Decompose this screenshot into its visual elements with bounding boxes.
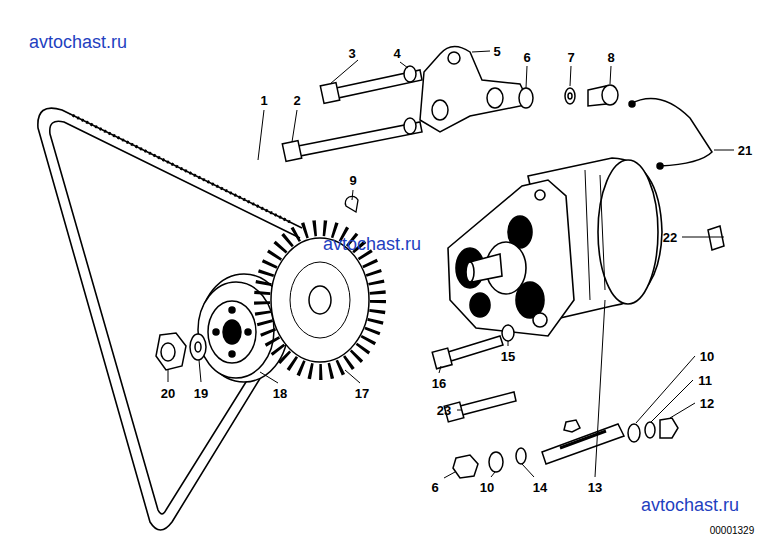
alternator bbox=[448, 158, 662, 336]
callout-number: 17 bbox=[355, 387, 369, 400]
callout-number: 10 bbox=[700, 350, 714, 363]
drive-belt bbox=[38, 108, 302, 530]
bolts-top bbox=[282, 66, 618, 161]
callout-number: 16 bbox=[432, 377, 446, 390]
callout-number: 19 bbox=[194, 387, 208, 400]
callout-number: 20 bbox=[161, 387, 175, 400]
callout-number: 2 bbox=[293, 94, 300, 107]
callout-number: 6 bbox=[431, 481, 438, 494]
callout-number: 23 bbox=[437, 404, 451, 417]
callout-number: 9 bbox=[349, 174, 356, 187]
callout-number: 7 bbox=[567, 51, 574, 64]
cable bbox=[629, 98, 724, 250]
callout-number: 22 bbox=[663, 231, 677, 244]
callout-number: 4 bbox=[393, 47, 400, 60]
callout-number: 3 bbox=[348, 47, 355, 60]
watermark: avtochast.ru bbox=[29, 33, 127, 51]
callout-number: 12 bbox=[700, 397, 714, 410]
watermark: avtochast.ru bbox=[323, 235, 421, 253]
bolts-bottom bbox=[432, 325, 678, 478]
callout-number: 6 bbox=[523, 51, 530, 64]
drawing-number: 00001329 bbox=[710, 526, 755, 536]
callout-number: 13 bbox=[588, 481, 602, 494]
callout-number: 5 bbox=[493, 45, 500, 58]
callout-number: 14 bbox=[533, 481, 547, 494]
callout-number: 8 bbox=[607, 51, 614, 64]
callout-number: 11 bbox=[698, 374, 712, 387]
callout-number: 15 bbox=[501, 350, 515, 363]
callout-number: 1 bbox=[260, 94, 267, 107]
nut-and-washer bbox=[156, 333, 206, 370]
callout-number: 10 bbox=[480, 481, 494, 494]
callout-number: 18 bbox=[273, 387, 287, 400]
watermark: avtochast.ru bbox=[641, 496, 739, 514]
callout-number: 21 bbox=[738, 144, 752, 157]
leader-lines bbox=[168, 51, 734, 478]
mounting-bracket bbox=[420, 46, 530, 132]
